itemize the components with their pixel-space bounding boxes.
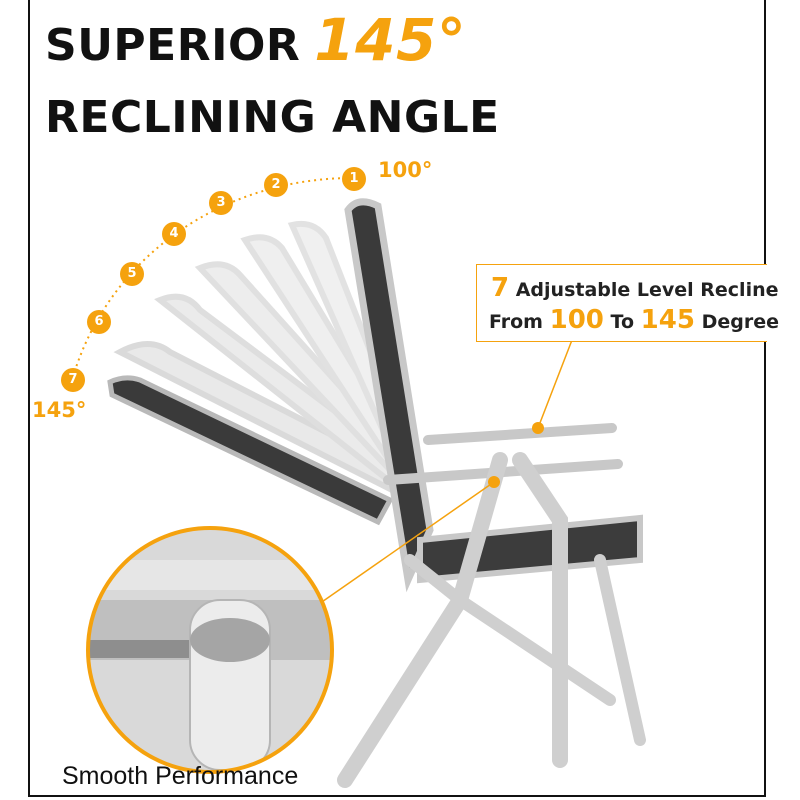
hinge-detail-ring [86,526,334,774]
callout-count: 7 [491,273,510,303]
angle-label-100: 100° [378,158,433,182]
image-frame [28,0,766,797]
callout-dot [532,422,544,434]
recline-step-1: 1 [342,167,366,191]
callout-line2: From 100 To 145 Degree [489,305,779,337]
recline-step-5: 5 [120,262,144,286]
callout-from-value: 100 [549,305,604,335]
recline-callout-box: 7 Adjustable Level Recline From 100 To 1… [476,264,779,342]
headline-superior: SUPERIOR [45,20,301,71]
recline-step-3: 3 [209,191,233,215]
armrest-upper [423,423,617,445]
callout-from: From [489,311,543,333]
headline-angle: 145° [314,6,467,74]
recline-step-7: 7 [61,368,85,392]
callout-leader [537,339,573,429]
front-leg-right [512,452,568,768]
headline-line2: RECLINING ANGLE [45,92,500,143]
detail-caption: Smooth Performance [62,762,299,790]
detail-leader [295,481,495,621]
back-leg [594,554,646,746]
hinge-detail-zoom [88,528,332,772]
detail-dot [488,476,500,488]
callout-to-value: 145 [640,305,695,335]
headline-line1: SUPERIOR 145° [45,8,565,78]
callout-to: To [610,311,635,333]
angle-label-145: 145° [32,398,87,422]
recline-step-2: 2 [264,173,288,197]
recline-step-4: 4 [162,222,186,246]
headline: SUPERIOR 145° RECLINING ANGLE [45,8,565,148]
callout-line1-text: Adjustable Level Recline [515,279,779,301]
backrest-full-recline [107,375,394,526]
recline-step-6: 6 [87,310,111,334]
callout-line1: 7 Adjustable Level Recline [491,273,779,305]
callout-unit: Degree [701,311,779,333]
rear-leg [404,554,616,706]
